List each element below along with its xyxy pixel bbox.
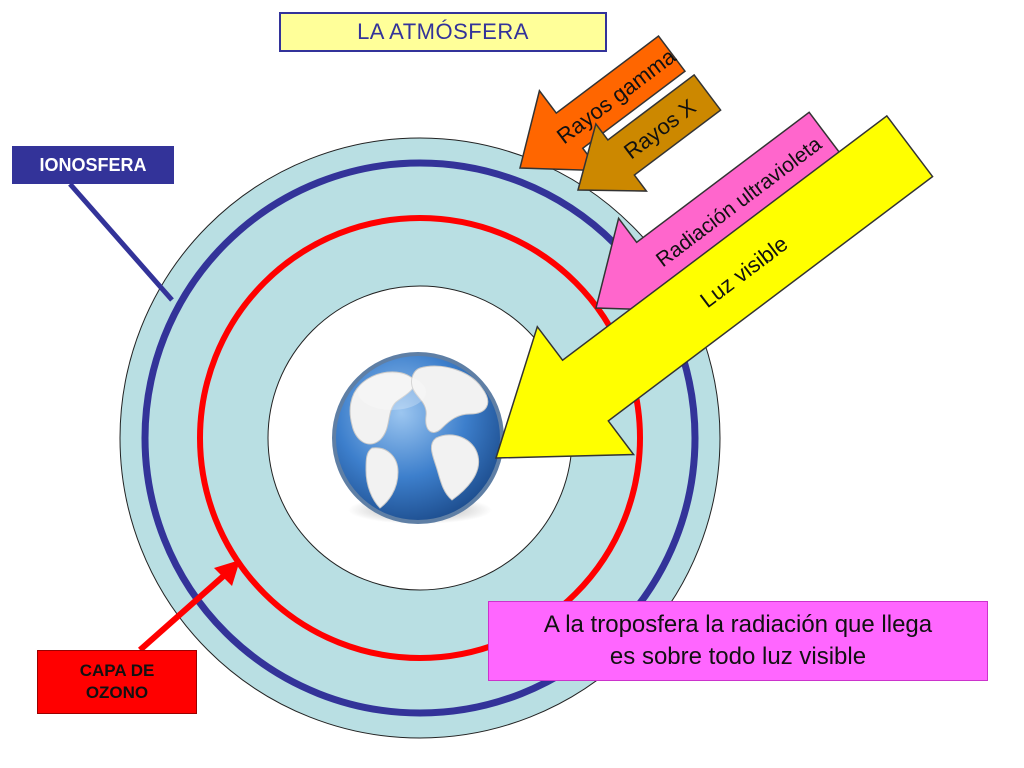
ionosphere-ring — [141, 159, 699, 717]
ozone-pointer-arrow — [138, 560, 240, 653]
ionosphere-pointer-line — [68, 182, 174, 302]
earth-globe-icon — [332, 352, 504, 524]
note-line2: es sobre todo luz visible — [609, 643, 867, 670]
ozone-label-line2: OZONO — [85, 683, 149, 702]
ozone-ring — [197, 215, 643, 661]
ionosphere-label: IONOSFERA — [12, 146, 174, 184]
ozone-label-line1: CAPA DE — [79, 661, 155, 680]
troposphere-note: A la troposfera la radiación que llega e… — [488, 601, 988, 681]
page-title: LA ATMÓSFERA — [279, 12, 607, 52]
ozone-layer-label: CAPA DE OZONO — [37, 650, 197, 714]
note-line1: A la troposfera la radiación que llega — [543, 611, 933, 638]
visible-light-arrow: Luz visible — [494, 114, 934, 459]
